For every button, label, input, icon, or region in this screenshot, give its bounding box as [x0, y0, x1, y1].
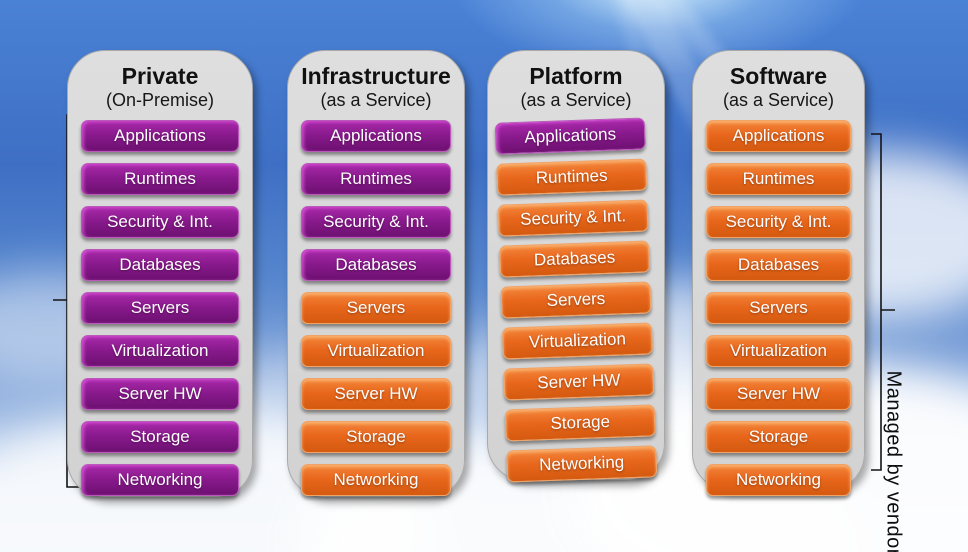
layer-databases: Databases — [81, 249, 239, 281]
layer-virtualization: Virtualization — [301, 335, 451, 367]
layer-servers: Servers — [706, 292, 851, 324]
layer-applications: Applications — [81, 120, 239, 152]
layer-server-hw: Server HW — [301, 378, 451, 410]
layer-applications: Applications — [301, 120, 451, 152]
layer-servers: Servers — [301, 292, 451, 324]
layer-server-hw: Server HW — [503, 363, 655, 401]
column-subtitle: (as a Service) — [722, 90, 835, 110]
layer-server-hw: Server HW — [706, 378, 851, 410]
column-title: Infrastructure — [301, 63, 451, 89]
layer-virtualization: Virtualization — [81, 335, 239, 367]
layer-security-int: Security & Int. — [706, 206, 851, 238]
layer-storage: Storage — [81, 421, 239, 453]
layer-security-int: Security & Int. — [497, 199, 649, 237]
layer-runtimes: Runtimes — [706, 163, 851, 195]
layer-storage: Storage — [706, 421, 851, 453]
column-subtitle: (On-Premise) — [105, 90, 214, 110]
layer-networking: Networking — [301, 464, 451, 496]
layer-security-int: Security & Int. — [81, 206, 239, 238]
layer-runtimes: Runtimes — [496, 158, 648, 196]
layer-runtimes: Runtimes — [301, 163, 451, 195]
layer-databases: Databases — [499, 240, 651, 278]
column-title: Private — [121, 63, 199, 89]
layer-applications: Applications — [494, 117, 646, 155]
column-title: Platform — [529, 63, 623, 89]
layer-storage: Storage — [504, 404, 656, 442]
layer-databases: Databases — [706, 249, 851, 281]
layer-storage: Storage — [301, 421, 451, 453]
column-infrastructure: Infrastructure(as a Service) Applications… — [287, 50, 465, 498]
layer-networking: Networking — [81, 464, 239, 496]
layer-virtualization: Virtualization — [706, 335, 851, 367]
layer-runtimes: Runtimes — [81, 163, 239, 195]
layer-databases: Databases — [301, 249, 451, 281]
column-subtitle: (as a Service) — [520, 90, 632, 110]
column-title: Software — [729, 63, 828, 89]
layer-servers: Servers — [81, 292, 239, 324]
column-subtitle: (as a Service) — [320, 90, 432, 110]
layer-networking: Networking — [506, 445, 658, 483]
layer-server-hw: Server HW — [81, 378, 239, 410]
layer-applications: Applications — [706, 120, 851, 152]
layer-virtualization: Virtualization — [501, 322, 653, 360]
layer-servers: Servers — [500, 281, 652, 319]
layer-security-int: Security & Int. — [301, 206, 451, 238]
layer-networking: Networking — [706, 464, 851, 496]
